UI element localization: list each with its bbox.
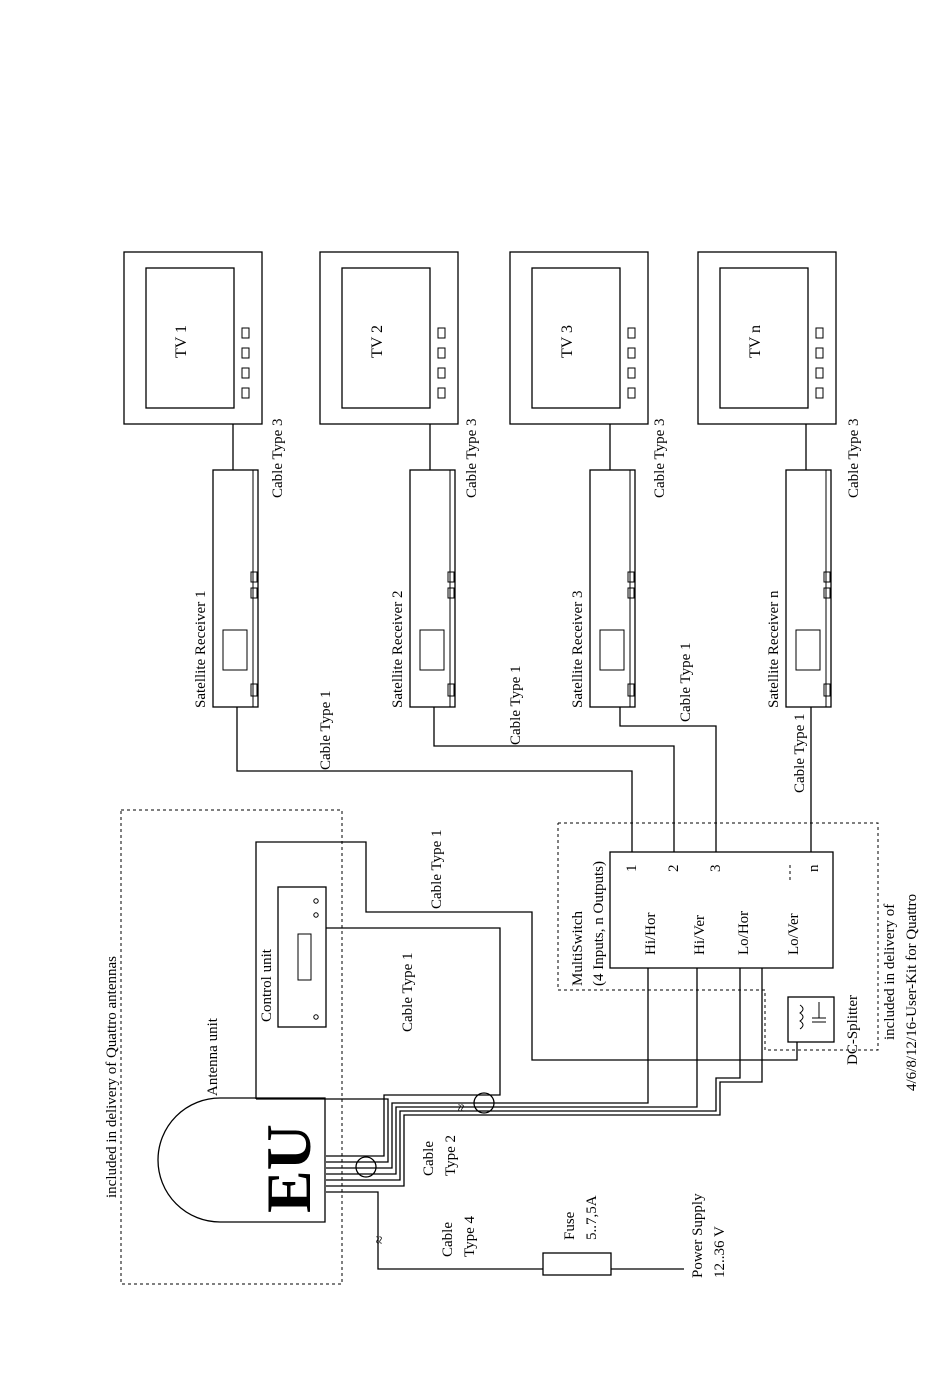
eu-logo: EU [253,1124,324,1213]
satellite-receiver-2: Satellite Receiver 2 [390,469,456,708]
fuse-label-2: 5..7,5A [584,1195,600,1240]
dc-splitter-label: DC-Splitter [845,995,861,1065]
tv-4: TV n [697,251,837,425]
antenna-unit: EU [157,1097,326,1223]
ms-output-3: 3 [708,865,724,873]
tv-label: TV 3 [559,325,576,358]
satellite-receiver-3: Satellite Receiver 3 [570,469,636,708]
receiver-label: Satellite Receiver 1 [193,591,209,708]
receiver-label: Satellite Receiver n [766,590,782,708]
control-unit-label: Control unit [259,948,275,1022]
antenna-unit-label: Antenna unit [205,1017,221,1096]
cable-type-1-receiver-label: Cable Type 1 [318,691,334,771]
cable-type-3-label: Cable Type 3 [846,419,862,499]
satellite-receiver-4: Satellite Receiver n [766,469,832,708]
tv-label: TV 1 [173,325,190,358]
cable-type-4-label-2: Type 4 [462,1215,478,1257]
svg-text:≈: ≈ [454,1104,470,1112]
multiswitch [609,851,834,969]
svg-text:≈: ≈ [372,1236,388,1244]
fuse-label-1: Fuse [562,1211,578,1240]
cable-type-1-receiver-label: Cable Type 1 [508,666,524,746]
cable-type-3-label: Cable Type 3 [270,419,286,499]
antenna-kit-boundary [120,809,343,1285]
cable-type-1-label-b: Cable Type 1 [400,953,416,1033]
receivers-and-tvs: TV 1 Cable Type 3 Satellite Receiver 1 Cabl… [123,251,862,794]
fuse [542,1252,612,1276]
user-kit-note-2: 4/6/8/12/16-User-Kit for Quattro [904,894,920,1091]
tv-3: TV 3 [509,251,649,425]
control-unit [277,886,327,1028]
receiver-label: Satellite Receiver 3 [570,591,586,708]
power-supply-label-2: 12..36 V [712,1226,728,1278]
satellite-receiver-1: Satellite Receiver 1 [193,469,259,708]
cable-type-3-label: Cable Type 3 [652,419,668,499]
user-kit-boundary [557,822,879,1051]
user-kit-note-1: included in delivery of [882,904,898,1040]
ms-input-lo-ver: Lo/Ver [786,913,802,955]
ms-output-n: n [806,864,822,872]
cable-type-2-label-2: Type 2 [443,1135,459,1176]
cables-to-receivers [236,707,812,852]
cable-type-4-label-1: Cable [440,1222,456,1257]
ms-output-1: 1 [624,865,640,873]
power-supply-label-1: Power Supply [690,1193,706,1278]
power-cable-type-4: ≈ [326,1191,684,1270]
tv-1: TV 1 [123,251,263,425]
multiswitch-label-2: (4 Inputs, n Outputs) [591,861,607,986]
cable-bundle-type-2: ≈ [255,841,798,1187]
cable-type-2-label-1: Cable [421,1141,437,1176]
cable-type-1-receiver-label: Cable Type 1 [792,714,808,794]
cable-type-1-label-a: Cable Type 1 [429,830,445,910]
ms-input-hi-hor: Hi/Hor [643,913,659,956]
quattro-antennas-note: included in delivery of Quattro antennas [104,956,120,1198]
receiver-label: Satellite Receiver 2 [390,591,406,708]
tv-2: TV 2 [319,251,459,425]
ms-output-2: 2 [666,865,682,873]
dc-splitter [787,996,835,1043]
ms-input-hi-ver: Hi/Ver [692,915,708,955]
cable-type-3-label: Cable Type 3 [464,419,480,499]
cable-type-1-receiver-label: Cable Type 1 [678,643,694,723]
multiswitch-label-1: MultiSwitch [570,910,586,986]
ms-input-lo-hor: Lo/Hor [736,911,752,955]
tv-label: TV 2 [369,325,386,358]
tv-label: TV n [747,325,764,358]
